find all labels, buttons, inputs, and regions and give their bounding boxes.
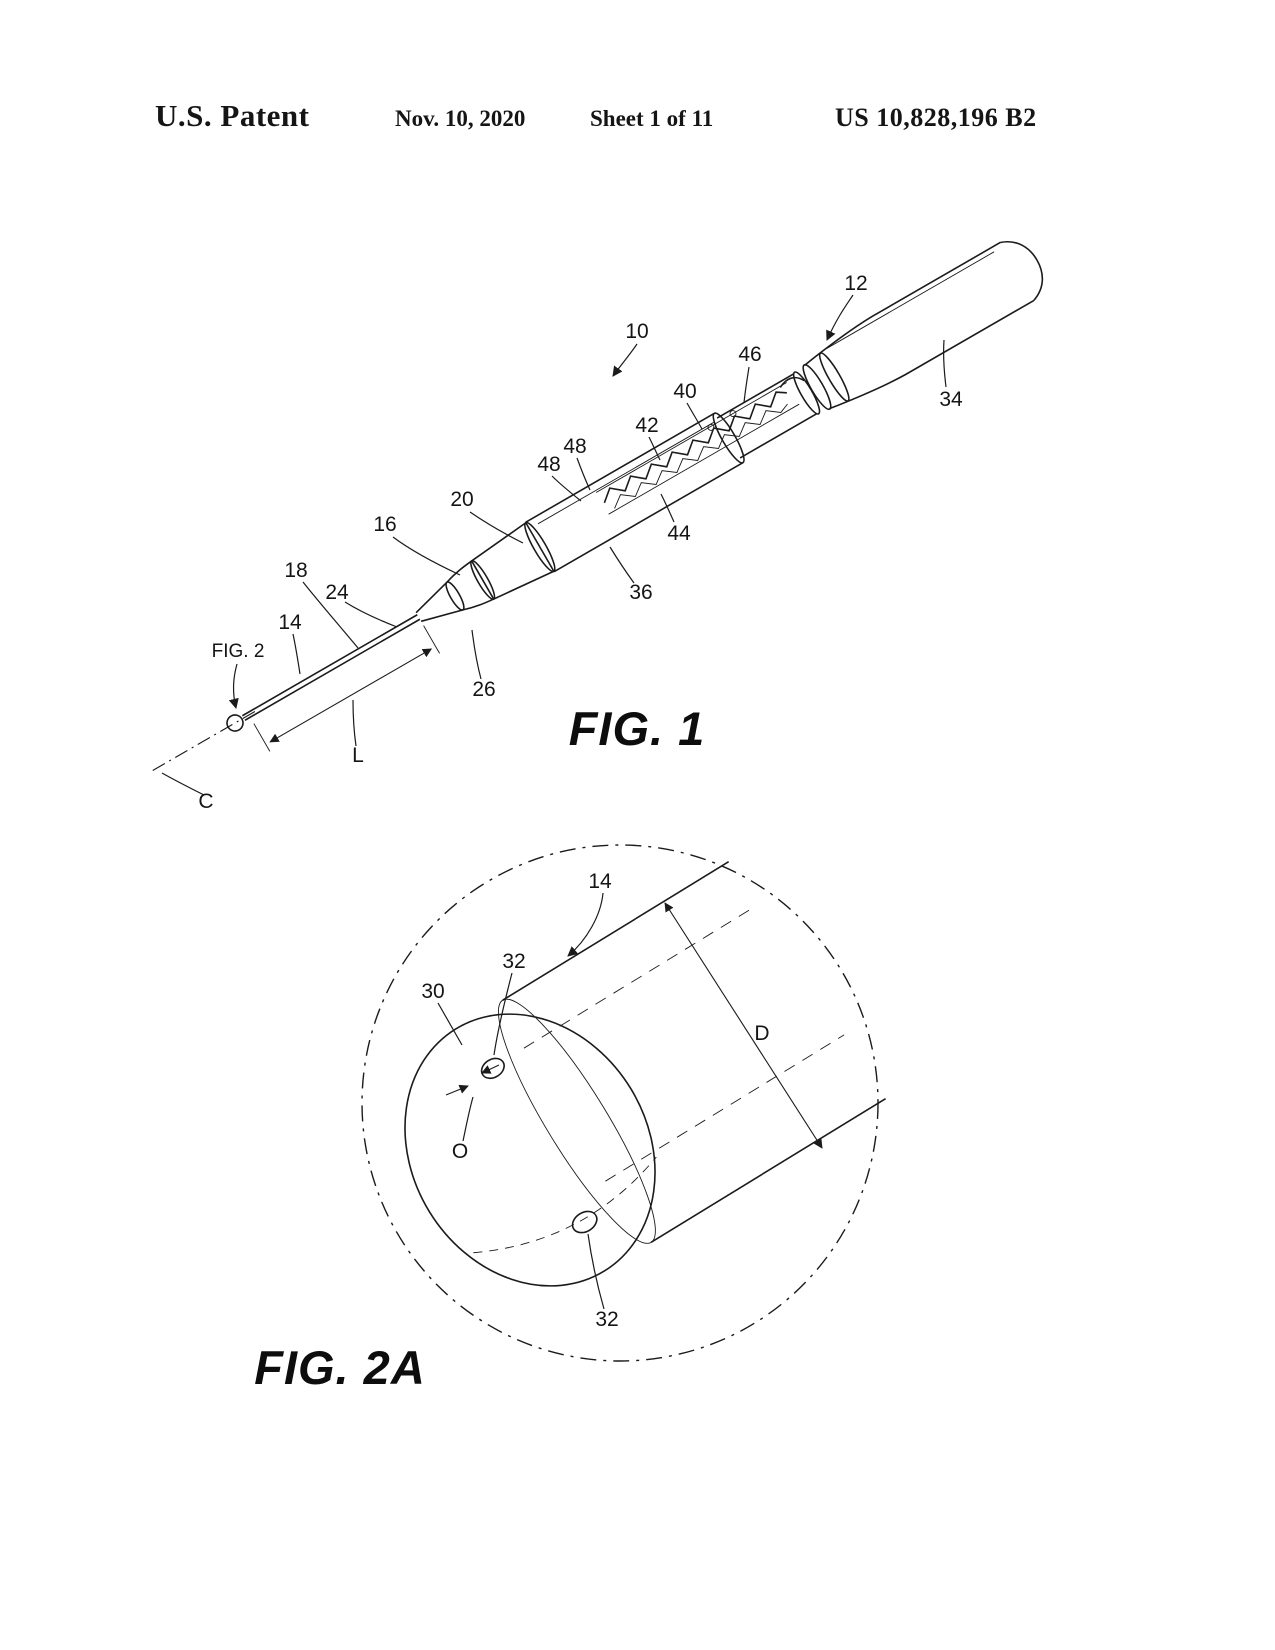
ref-label-30: 30 bbox=[421, 980, 444, 1003]
ref-label-40: 40 bbox=[673, 380, 696, 403]
patent-title: U.S. Patent bbox=[155, 98, 310, 133]
ref-label-14: 14 bbox=[278, 611, 302, 634]
leader-14 bbox=[292, 633, 301, 675]
needle bbox=[241, 614, 421, 721]
handle-end-cap bbox=[1000, 240, 1044, 302]
leader-36 bbox=[609, 546, 635, 584]
leader-20 bbox=[469, 511, 524, 544]
knurled-grip bbox=[470, 521, 555, 601]
patent-number: US 10,828,196 B2 bbox=[835, 103, 1037, 132]
fig2a-caption: FIG. 2A bbox=[254, 1341, 426, 1394]
ref-label-14-detail: 14 bbox=[588, 870, 612, 893]
cylinder-top-edge bbox=[502, 861, 730, 1001]
ref-label-48a: 48 bbox=[563, 435, 586, 458]
dimension-extension-lines bbox=[253, 625, 440, 752]
catheter-tip-detail bbox=[404, 861, 886, 1287]
mechanism-zigzag-track bbox=[603, 391, 787, 504]
leader-48a bbox=[576, 457, 591, 491]
mechanism-pin-1 bbox=[707, 423, 715, 431]
ref-label-L: L bbox=[352, 744, 364, 767]
leader-C bbox=[161, 772, 205, 796]
ref-label-44: 44 bbox=[667, 522, 691, 545]
dimension-D-line bbox=[664, 902, 823, 1149]
ref-label-36: 36 bbox=[629, 581, 652, 604]
leader-24 bbox=[344, 601, 398, 628]
dimension-L-line bbox=[269, 648, 433, 743]
nose-cone bbox=[446, 560, 495, 611]
leader-18 bbox=[302, 581, 359, 649]
ref-label-C: C bbox=[198, 790, 213, 813]
leader-10 bbox=[612, 343, 638, 377]
ref-label-18: 18 bbox=[284, 559, 307, 582]
ref-label-10: 10 bbox=[625, 320, 648, 343]
leader-40 bbox=[686, 402, 703, 430]
construction-line-1 bbox=[523, 908, 752, 1049]
side-hole-2 bbox=[571, 1210, 598, 1234]
ref-label-20: 20 bbox=[450, 488, 473, 511]
leader-44 bbox=[660, 493, 675, 523]
leader-32a bbox=[493, 972, 513, 1056]
figure-2a: 14 32 30 32 D O FIG. 2A bbox=[254, 844, 886, 1394]
dome-hidden-curve bbox=[473, 1156, 657, 1254]
fig2-reference-label: FIG. 2 bbox=[212, 641, 265, 662]
leader-fig2-ref bbox=[228, 663, 239, 709]
leader-12 bbox=[826, 294, 854, 341]
mechanism-rails bbox=[595, 382, 800, 515]
ref-label-46: 46 bbox=[738, 343, 761, 366]
handle bbox=[803, 241, 1035, 410]
leader-L bbox=[352, 699, 357, 747]
leader-34 bbox=[943, 339, 947, 388]
handle-front-seam bbox=[818, 352, 850, 402]
centerline bbox=[152, 710, 257, 771]
ref-label-32a: 32 bbox=[502, 950, 525, 973]
detail-view-boundary bbox=[361, 844, 879, 1362]
collar-ring-2 bbox=[802, 363, 832, 411]
ref-label-24: 24 bbox=[325, 581, 349, 604]
leader-30 bbox=[437, 1002, 463, 1046]
ref-label-12: 12 bbox=[844, 272, 867, 295]
patent-header: U.S. Patent Nov. 10, 2020 Sheet 1 of 11 … bbox=[0, 0, 1275, 160]
leader-42 bbox=[648, 436, 661, 461]
hub-ring bbox=[445, 581, 465, 611]
leader-32b bbox=[587, 1233, 605, 1310]
leader-O bbox=[462, 1096, 474, 1142]
injection-device bbox=[152, 240, 1044, 771]
offset-arrow-left bbox=[445, 1084, 469, 1096]
mechanism-latch bbox=[779, 376, 805, 388]
ref-label-32b: 32 bbox=[595, 1308, 618, 1331]
leader-14-detail bbox=[567, 892, 604, 957]
sheet-number: Sheet 1 of 11 bbox=[590, 106, 714, 131]
ref-label-34: 34 bbox=[939, 388, 963, 411]
barrel-highlight bbox=[537, 421, 715, 525]
ref-label-26: 26 bbox=[472, 678, 495, 701]
barrel-rear-ring bbox=[712, 412, 745, 464]
leader-16 bbox=[392, 536, 461, 576]
patent-date: Nov. 10, 2020 bbox=[395, 106, 526, 131]
ref-label-D: D bbox=[754, 1022, 769, 1045]
mechanism-zigzag-track-2 bbox=[614, 403, 788, 509]
offset-arrow-right bbox=[481, 1064, 500, 1074]
leader-46 bbox=[743, 366, 750, 404]
rear-tube bbox=[716, 373, 817, 459]
cylinder-bottom-edge bbox=[650, 1097, 886, 1244]
ref-label-42: 42 bbox=[635, 414, 658, 437]
ref-label-O: O bbox=[452, 1140, 468, 1163]
fig1-caption: FIG. 1 bbox=[569, 702, 706, 755]
side-hole-1 bbox=[480, 1057, 505, 1080]
ref-label-48b: 48 bbox=[537, 453, 560, 476]
mechanism-pin-2 bbox=[729, 410, 737, 417]
needle-tip-circle bbox=[226, 714, 244, 732]
ref-label-16: 16 bbox=[373, 513, 396, 536]
tip-dome bbox=[404, 1013, 656, 1287]
handle-highlight bbox=[826, 251, 995, 349]
figure-1: 10 12 34 46 40 42 48 48 20 44 16 36 18 2… bbox=[152, 240, 1044, 813]
barrel bbox=[525, 412, 744, 573]
needle-hub bbox=[415, 581, 464, 623]
leader-48b bbox=[551, 475, 582, 502]
leader-26 bbox=[471, 629, 482, 680]
